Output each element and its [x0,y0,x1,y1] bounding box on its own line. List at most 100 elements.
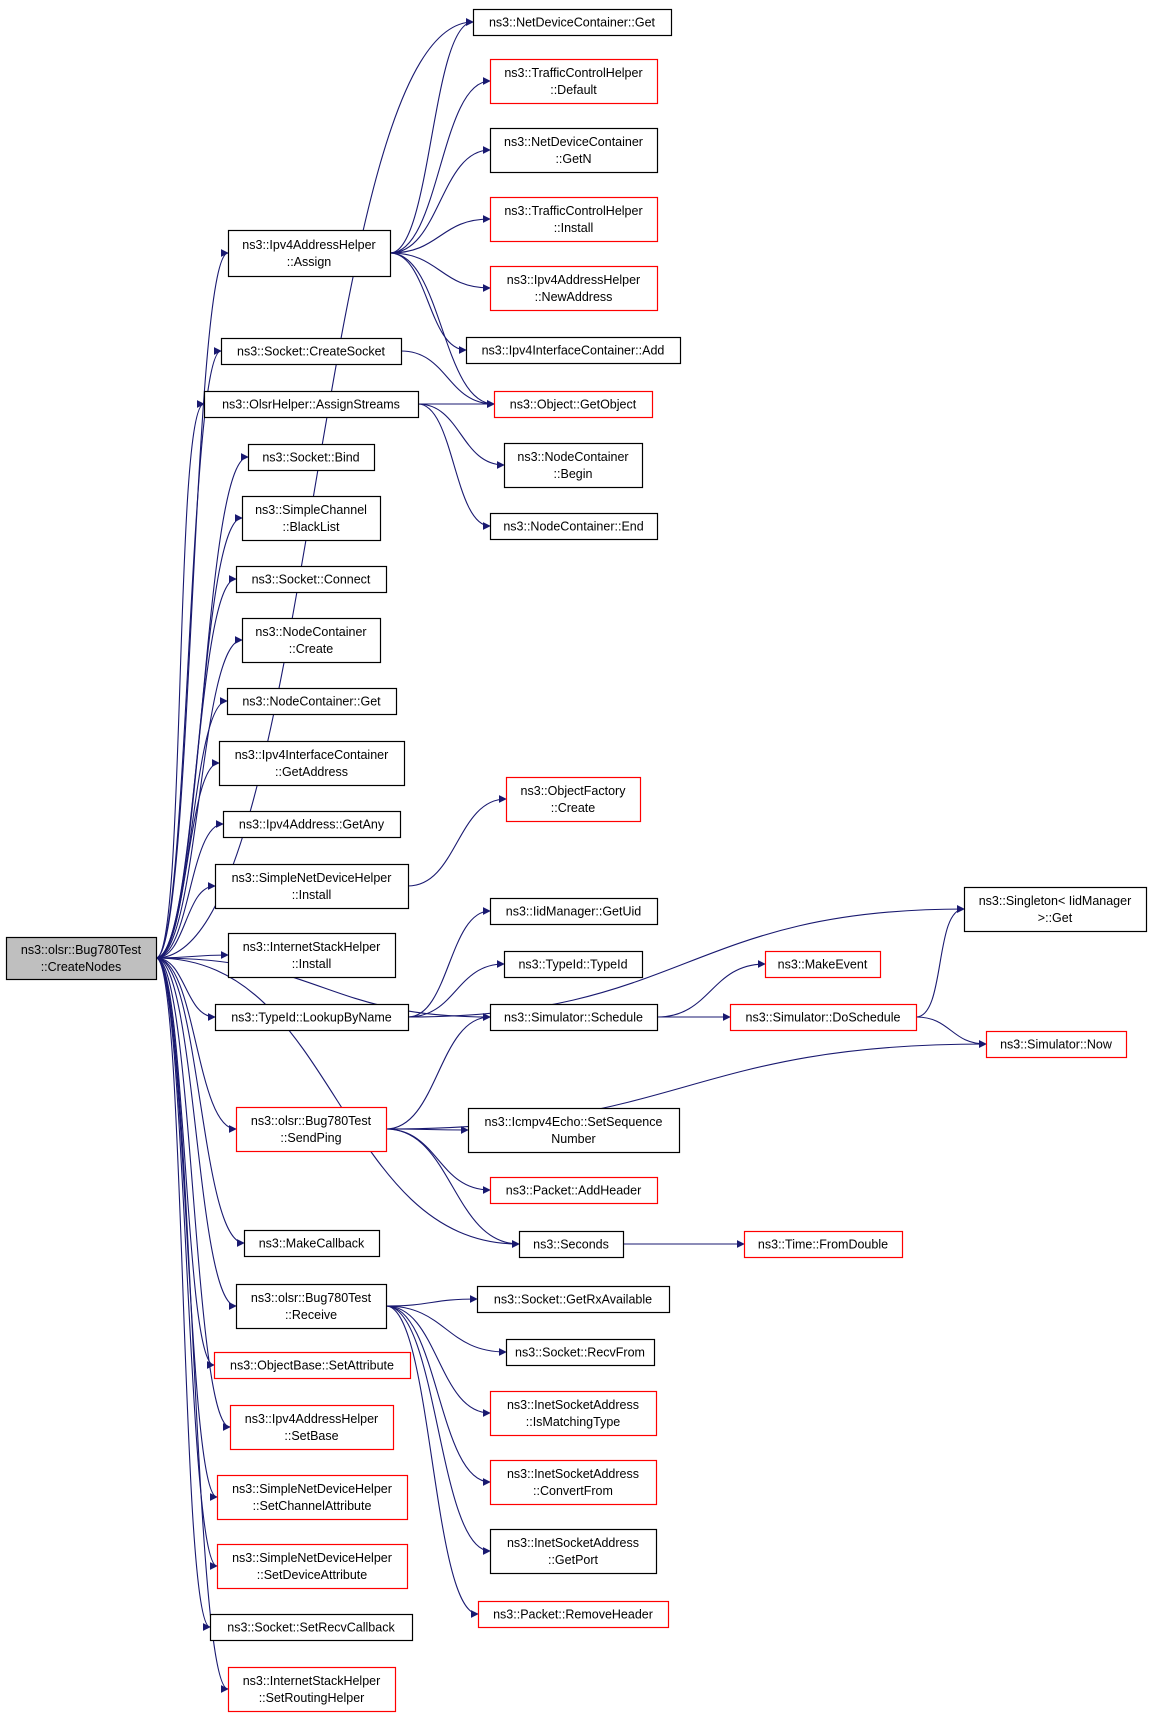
node-packet-removeheader[interactable]: ns3::Packet::RemoveHeader [477,1600,670,1629]
node-sim-now[interactable]: ns3::Simulator::Now [985,1030,1128,1059]
node-sndh-install[interactable]: ns3::SimpleNetDeviceHelper::Install [214,863,410,910]
node-ndc-getn-box[interactable] [489,127,659,174]
node-ipv4ic-getaddr[interactable]: ns3::Ipv4InterfaceContainer::GetAddress [218,740,406,787]
node-isa-convertfrom[interactable]: ns3::InetSocketAddress::ConvertFrom [489,1459,658,1506]
node-socket-connect-box[interactable] [235,565,388,594]
node-typeid-lookup[interactable]: ns3::TypeId::LookupByName [214,1003,410,1032]
node-nc-begin-box[interactable] [503,442,644,489]
node-socket-bind-box[interactable] [247,443,376,472]
node-ob-setattr-box[interactable] [213,1351,412,1380]
node-ipv4ah-newaddr-box[interactable] [489,265,659,312]
node-of-create-box[interactable] [505,776,642,823]
node-sim-schedule[interactable]: ns3::Simulator::Schedule [489,1003,659,1032]
node-isa-convertfrom-box[interactable] [489,1459,658,1506]
node-isa-getport-box[interactable] [489,1528,658,1575]
node-sc-blacklist-box[interactable] [241,495,382,542]
node-olsr-assign-box[interactable] [203,390,420,419]
node-tch-default-box[interactable] [489,58,659,105]
node-nc-create[interactable]: ns3::NodeContainer::Create [241,617,382,664]
node-sndh-setchan[interactable]: ns3::SimpleNetDeviceHelper::SetChannelAt… [216,1474,409,1521]
node-ndc-get-box[interactable] [472,8,673,37]
node-socket-bind[interactable]: ns3::Socket::Bind [247,443,376,472]
node-ish-install-box[interactable] [227,932,397,979]
node-ob-setattr[interactable]: ns3::ObjectBase::SetAttribute [213,1351,412,1380]
node-iid-getuid[interactable]: ns3::IidManager::GetUid [489,897,659,926]
node-sim-now-box[interactable] [985,1030,1128,1059]
node-seconds-box[interactable] [518,1230,625,1259]
node-socket-connect[interactable]: ns3::Socket::Connect [235,565,388,594]
node-ish-setrouting-box[interactable] [227,1666,397,1713]
node-ipv4ah-setbase[interactable]: ns3::Ipv4AddressHelper::SetBase [229,1404,395,1451]
node-bug-sendping[interactable]: ns3::olsr::Bug780Test::SendPing [235,1106,388,1153]
node-typeid-typeid[interactable]: ns3::TypeId::TypeId [503,950,644,979]
node-ndc-getn[interactable]: ns3::NetDeviceContainer::GetN [489,127,659,174]
node-ipv4ah-setbase-label-line-1: ::SetBase [284,1429,338,1443]
node-sndh-install-box[interactable] [214,863,410,910]
node-nc-create-box[interactable] [241,617,382,664]
node-tch-default[interactable]: ns3::TrafficControlHelper::Default [489,58,659,105]
node-icmp-setseq-box[interactable] [467,1107,681,1154]
node-socket-recvfrom-box[interactable] [505,1338,656,1367]
node-socket-create[interactable]: ns3::Socket::CreateSocket [220,337,403,366]
node-object-getobject-box[interactable] [493,390,654,419]
node-bug-sendping-box[interactable] [235,1106,388,1153]
node-singleton-get[interactable]: ns3::Singleton< IidManager>::Get [963,886,1148,933]
node-socket-create-box[interactable] [220,337,403,366]
node-socket-setrecv-box[interactable] [209,1613,414,1642]
node-ipv4ah-assign[interactable]: ns3::Ipv4AddressHelper::Assign [227,229,392,278]
node-sndh-setdev-box[interactable] [216,1543,409,1590]
node-olsr-assign[interactable]: ns3::OlsrHelper::AssignStreams [203,390,420,419]
node-ipv4ic-add[interactable]: ns3::Ipv4InterfaceContainer::Add [465,336,682,365]
node-bug-receive-box[interactable] [235,1283,388,1330]
node-ish-install[interactable]: ns3::InternetStackHelper::Install [227,932,397,979]
node-ipv4ah-assign-box[interactable] [227,229,392,278]
node-makeevent[interactable]: ns3::MakeEvent [764,950,882,979]
node-makecallback[interactable]: ns3::MakeCallback [243,1229,381,1258]
node-ipv4a-getany[interactable]: ns3::Ipv4Address::GetAny [222,810,402,839]
node-socket-getrx[interactable]: ns3::Socket::GetRxAvailable [476,1285,671,1314]
node-tch-install[interactable]: ns3::TrafficControlHelper::Install [489,196,659,243]
node-singleton-get-box[interactable] [963,886,1148,933]
node-ipv4ah-newaddr[interactable]: ns3::Ipv4AddressHelper::NewAddress [489,265,659,312]
node-isa-ismatching-box[interactable] [489,1390,658,1437]
node-time-fromdouble[interactable]: ns3::Time::FromDouble [743,1230,904,1259]
node-socket-setrecv[interactable]: ns3::Socket::SetRecvCallback [209,1613,414,1642]
node-sim-doschedule-box[interactable] [729,1003,918,1032]
node-object-getobject[interactable]: ns3::Object::GetObject [493,390,654,419]
node-typeid-typeid-box[interactable] [503,950,644,979]
node-nc-end[interactable]: ns3::NodeContainer::End [489,512,659,541]
node-sim-doschedule[interactable]: ns3::Simulator::DoSchedule [729,1003,918,1032]
node-makecallback-box[interactable] [243,1229,381,1258]
node-iid-getuid-box[interactable] [489,897,659,926]
node-nc-end-box[interactable] [489,512,659,541]
node-nc-get[interactable]: ns3::NodeContainer::Get [226,687,398,716]
node-nc-begin[interactable]: ns3::NodeContainer::Begin [503,442,644,489]
node-ipv4ic-add-box[interactable] [465,336,682,365]
node-ipv4a-getany-box[interactable] [222,810,402,839]
node-makeevent-box[interactable] [764,950,882,979]
node-isa-ismatching[interactable]: ns3::InetSocketAddress::IsMatchingType [489,1390,658,1437]
node-typeid-lookup-box[interactable] [214,1003,410,1032]
node-packet-removeheader-box[interactable] [477,1600,670,1629]
node-packet-addheader-box[interactable] [489,1176,659,1205]
node-ndc-get[interactable]: ns3::NetDeviceContainer::Get [472,8,673,37]
node-tch-install-box[interactable] [489,196,659,243]
node-time-fromdouble-box[interactable] [743,1230,904,1259]
node-nc-get-box[interactable] [226,687,398,716]
node-of-create[interactable]: ns3::ObjectFactory::Create [505,776,642,823]
node-socket-recvfrom[interactable]: ns3::Socket::RecvFrom [505,1338,656,1367]
node-socket-getrx-box[interactable] [476,1285,671,1314]
node-ipv4ah-setbase-box[interactable] [229,1404,395,1451]
node-seconds[interactable]: ns3::Seconds [518,1230,625,1259]
node-sc-blacklist[interactable]: ns3::SimpleChannel::BlackList [241,495,382,542]
node-ish-setrouting[interactable]: ns3::InternetStackHelper::SetRoutingHelp… [227,1666,397,1713]
node-packet-addheader[interactable]: ns3::Packet::AddHeader [489,1176,659,1205]
call-edge-ipv4ah_assign-to-ndc_getn [389,146,491,254]
node-bug-receive[interactable]: ns3::olsr::Bug780Test::Receive [235,1283,388,1330]
node-sndh-setdev[interactable]: ns3::SimpleNetDeviceHelper::SetDeviceAtt… [216,1543,409,1590]
node-isa-getport[interactable]: ns3::InetSocketAddress::GetPort [489,1528,658,1575]
node-ipv4ic-getaddr-box[interactable] [218,740,406,787]
node-sndh-setchan-box[interactable] [216,1474,409,1521]
node-sim-schedule-box[interactable] [489,1003,659,1032]
